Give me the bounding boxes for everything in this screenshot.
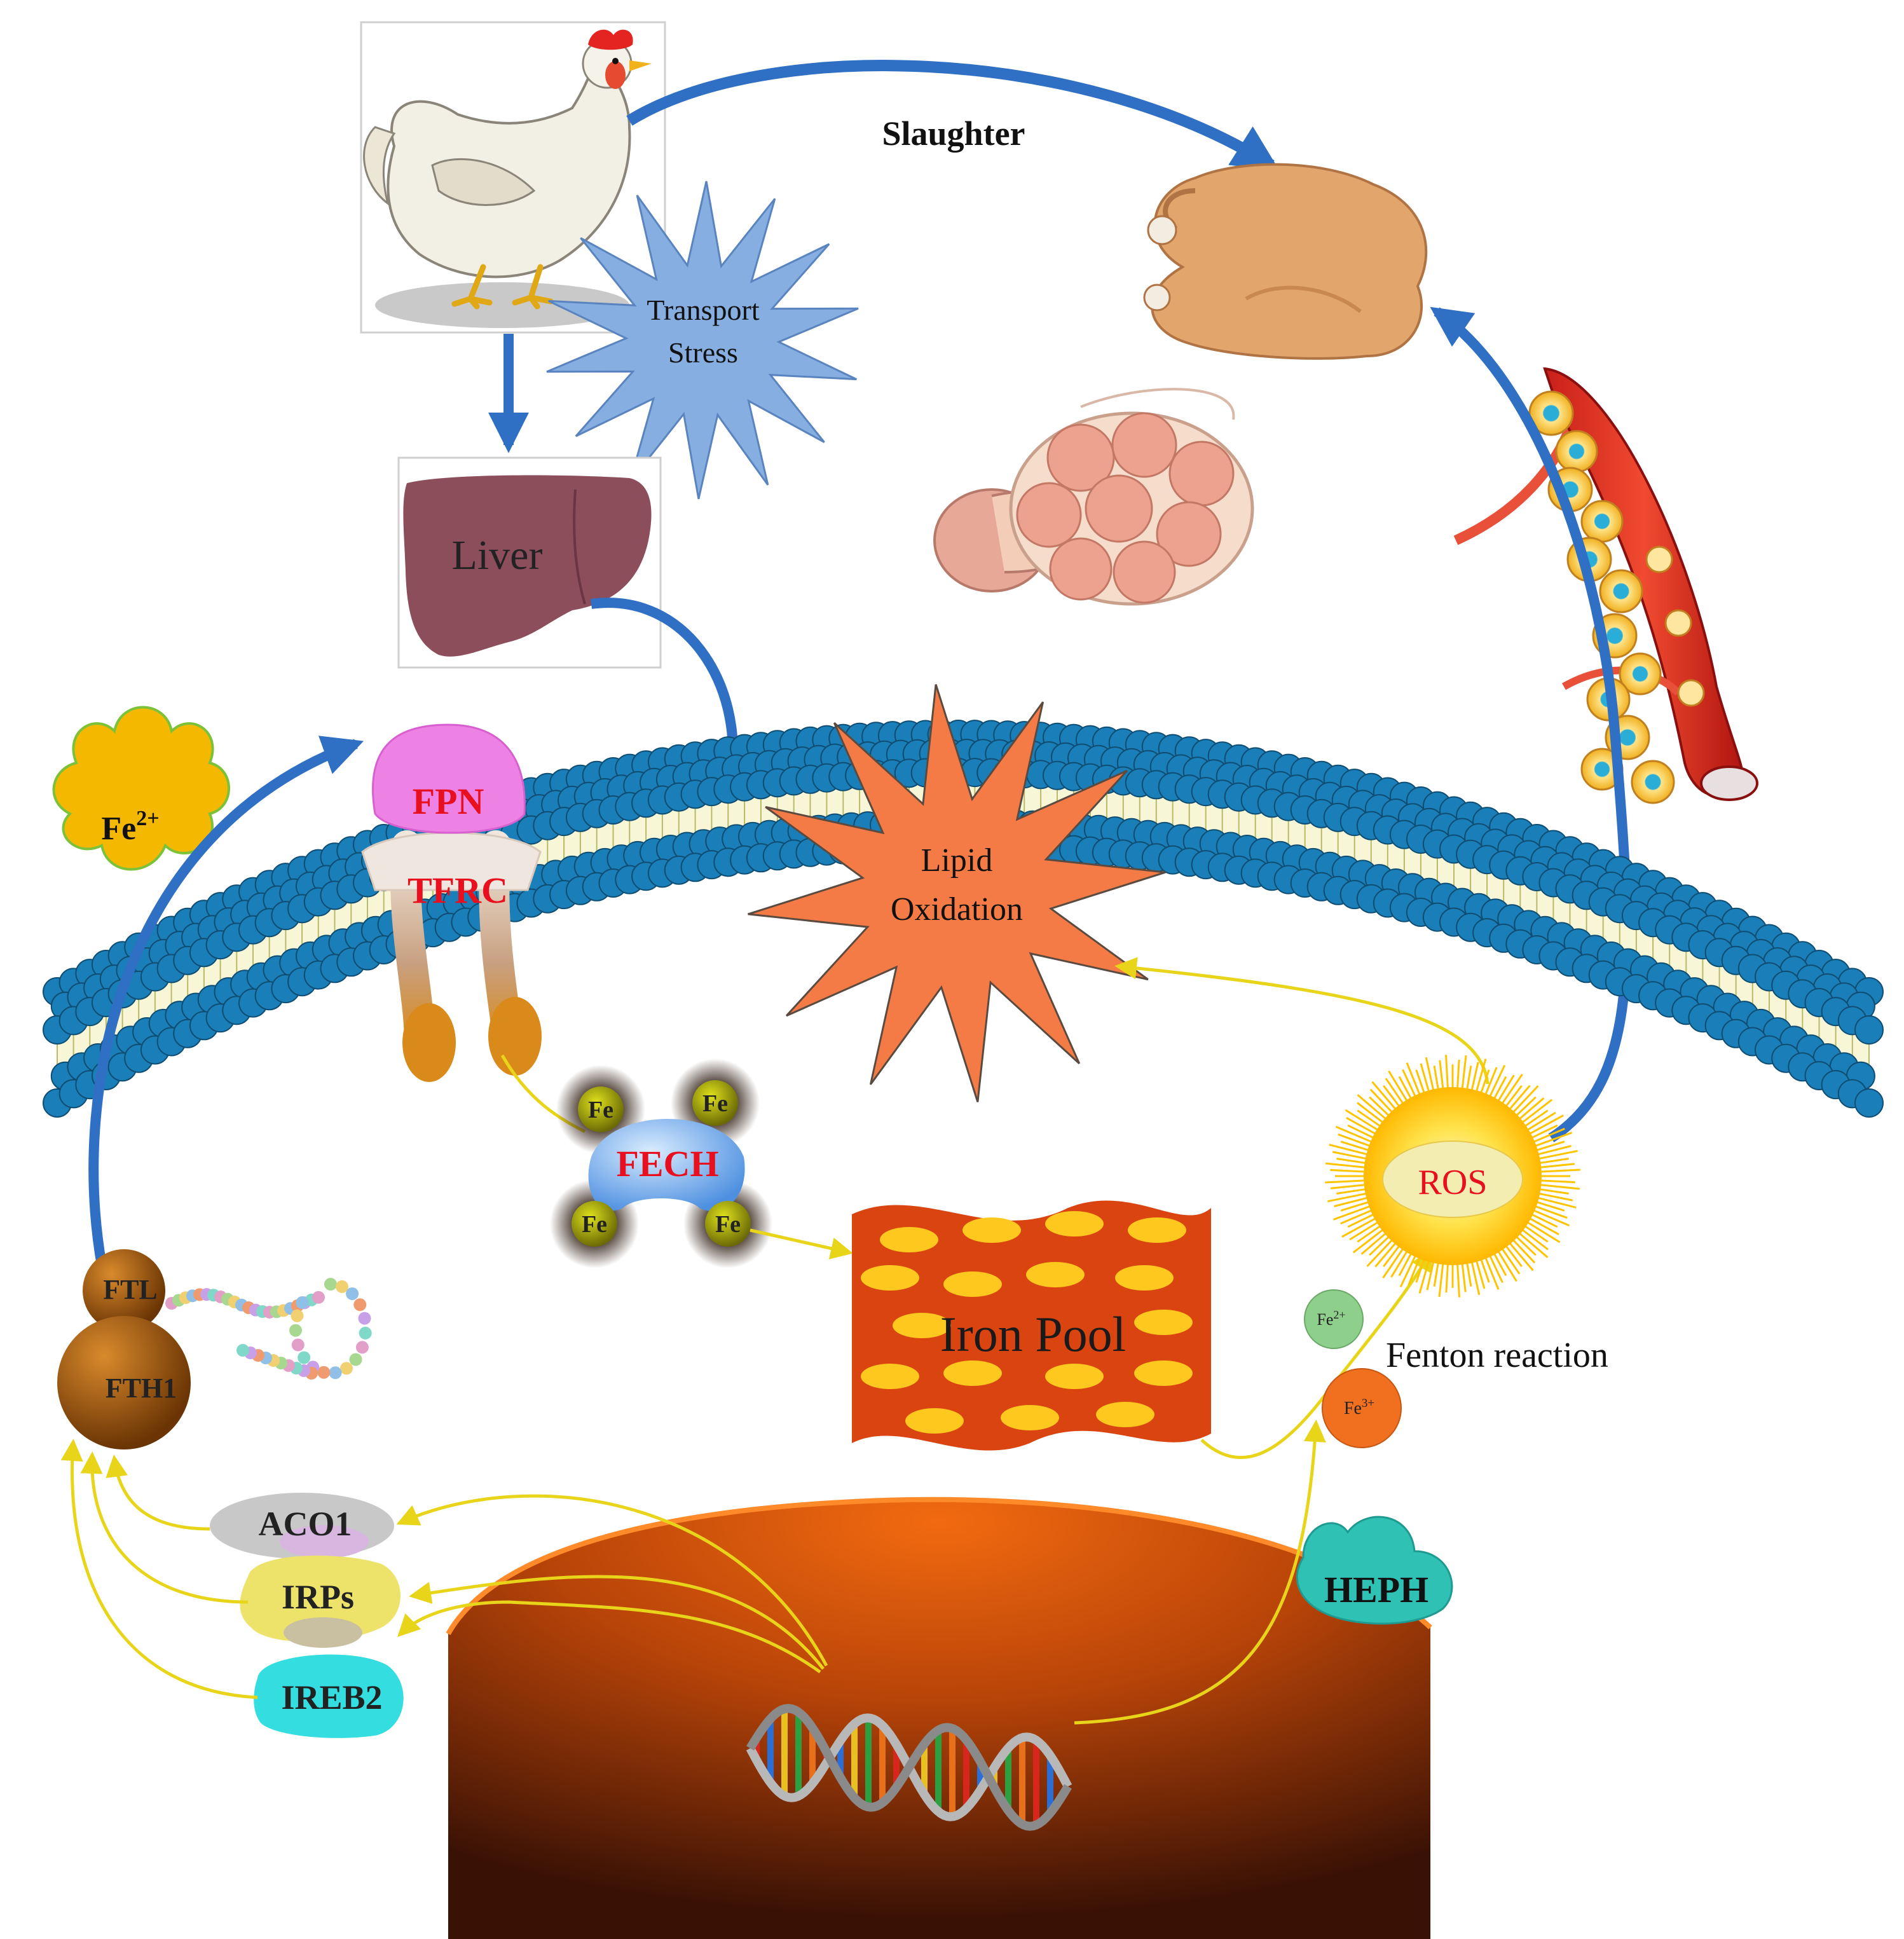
lipid-oxidation-label-line1: Lipid <box>921 842 993 879</box>
ireb2-label: IREB2 <box>281 1678 382 1716</box>
fenton-label: Fenton reaction <box>1386 1336 1608 1375</box>
fech-complex: Fe Fe Fe Fe FECH <box>550 1059 772 1268</box>
chicken-panel <box>360 21 666 334</box>
svg-text:Fe3+: Fe3+ <box>1344 1397 1374 1418</box>
fech-label: FECH <box>616 1143 718 1184</box>
dna-to-aco1-arrow <box>396 1494 828 1667</box>
ireb2-to-ferritin-arrow <box>60 1439 258 1699</box>
chicken-icon <box>363 29 652 310</box>
iron-pool-label: Iron Pool <box>940 1306 1127 1362</box>
fenton-reaction: Fe2+ Fe3+ Fenton reaction <box>1304 1289 1608 1448</box>
heph-label: HEPH <box>1324 1569 1428 1610</box>
regulation-arrows <box>60 1439 828 1699</box>
fpn-protein-icon <box>372 723 526 834</box>
irps-protein: IRPs <box>240 1555 401 1648</box>
ros-burst: ROS <box>1325 1055 1580 1298</box>
aco1-label: ACO1 <box>259 1505 352 1543</box>
muscle-fiber-illustration <box>933 388 1254 606</box>
liver-label: Liver <box>452 532 543 579</box>
ros-to-lipid-arrow <box>1114 957 1490 1085</box>
fe2-cloud-sup: 2+ <box>136 807 159 830</box>
dna-to-irps-arrow <box>409 1575 825 1670</box>
fpn-label: FPN <box>413 781 484 822</box>
iron-pool-to-ros-arrow <box>1200 1248 1433 1460</box>
fe-atom-label-4: Fe <box>715 1211 741 1238</box>
fth1-label: FTH1 <box>106 1373 177 1404</box>
fe-atom-label-1: Fe <box>588 1097 613 1123</box>
fe2-cloud: Fe2+ <box>52 706 230 871</box>
ferritin-to-fpn-arrow <box>88 736 364 1266</box>
aco1-protein: ACO1 <box>210 1493 394 1559</box>
ros-to-carcass-arrow <box>1430 306 1632 1142</box>
fech-to-iron-pool-arrow <box>750 1228 853 1259</box>
ftl-label: FTL <box>103 1274 158 1305</box>
liver-icon <box>403 475 652 657</box>
irp-proteins: ACO1 IRPs IREB2 <box>210 1493 404 1738</box>
fe3-small-label: Fe <box>1344 1399 1362 1418</box>
irps-label: IRPs <box>282 1578 354 1616</box>
lipid-oxidation-label-line2: Oxidation <box>891 891 1023 928</box>
ferritin-complex: FTL FTH1 <box>57 1249 372 1449</box>
lipid-oxidation-starburst: Lipid Oxidation <box>748 684 1166 1102</box>
slaughter-arrow <box>626 60 1280 170</box>
dna-to-fenton-arrow <box>1074 1420 1326 1725</box>
dna-to-ireb2-arrow <box>397 1600 821 1674</box>
fe2-small-sup: 2+ <box>1333 1308 1345 1321</box>
fe2-cloud-label: Fe <box>101 811 136 847</box>
irps-to-ferritin-arrow <box>80 1451 249 1604</box>
ireb2-protein: IREB2 <box>254 1654 404 1738</box>
transport-stress-label-line1: Transport <box>647 294 759 326</box>
transport-stress-starburst: Transport Stress <box>546 181 859 500</box>
svg-text:Fe2+: Fe2+ <box>101 807 159 847</box>
aco1-to-ferritin-arrow <box>106 1455 210 1531</box>
fe3-small-sup: 3+ <box>1362 1397 1374 1410</box>
iron-pool: Iron Pool <box>852 1200 1211 1451</box>
fe-atom-label-2: Fe <box>702 1090 728 1117</box>
heph-protein: HEPH <box>1296 1516 1453 1625</box>
liver-panel: Liver <box>397 456 662 669</box>
transport-stress-label-line2: Stress <box>668 336 738 369</box>
tfrc-label: TFRC <box>408 870 508 911</box>
nucleus <box>446 1497 1432 1939</box>
fpn-tfrc-receptor: FPN TFRC <box>361 723 542 1082</box>
carcass-illustration <box>1143 163 1428 360</box>
ros-label: ROS <box>1418 1163 1488 1202</box>
fe-atom-label-3: Fe <box>582 1211 607 1238</box>
slaughter-label: Slaughter <box>882 114 1025 153</box>
fe2-small-label: Fe <box>1317 1310 1333 1329</box>
dna-helix-icon <box>746 1704 1072 1831</box>
svg-text:Fe2+: Fe2+ <box>1317 1308 1345 1329</box>
blood-vessel-illustration <box>1453 367 1758 804</box>
